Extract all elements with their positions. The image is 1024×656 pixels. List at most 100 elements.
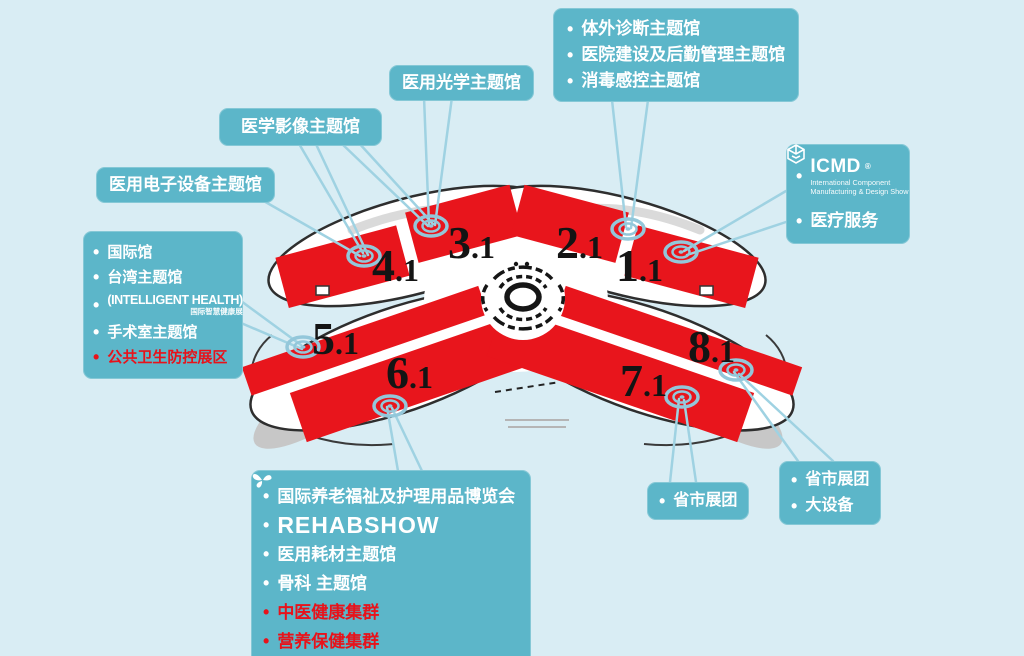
pavilion-label: 医用光学主题馆 xyxy=(402,73,521,92)
hall-number: 2 xyxy=(556,217,579,268)
hall-number: 5 xyxy=(312,313,335,364)
callout-imaging: 医学影像主题馆 xyxy=(219,108,382,146)
pavilion-label: 大设备 xyxy=(805,497,854,514)
notch-left xyxy=(315,285,330,296)
hall-number: 4 xyxy=(372,240,395,291)
hall-label-4-1: 4.1 xyxy=(372,243,419,289)
icmd-subtitle-line1: International Component xyxy=(810,177,891,187)
icmd-subtitle-line2: Manufacturing & Design Show xyxy=(810,186,909,196)
list-item: 医用耗材主题馆 xyxy=(263,540,519,569)
map-details xyxy=(315,285,714,428)
cube-icon xyxy=(787,144,805,164)
pavilion-label: 医用电子设备主题馆 xyxy=(109,175,262,194)
registered-mark: ® xyxy=(864,162,871,172)
callout-southeast: 省市展团 大设备 xyxy=(779,461,882,525)
line-optics-to-3-1 xyxy=(422,95,454,227)
hall-number-suffix: .1 xyxy=(579,229,603,265)
hall-number-suffix: .1 xyxy=(711,333,735,369)
hub-dot-left xyxy=(513,261,519,267)
line-imaging-to-3-1 xyxy=(338,140,435,228)
list-item: (INTELLIGENT HEALTH) 国际智慧健康展 xyxy=(93,290,243,320)
intelligent-health-subtitle: 国际智慧健康展 xyxy=(190,306,243,316)
hall-label-5-1: 5.1 xyxy=(312,316,359,362)
hall-number-suffix: .1 xyxy=(643,367,667,403)
list-item: 消毒感控主题馆 xyxy=(567,68,785,94)
marker-6-1-icon xyxy=(372,394,408,418)
marker-8-1-icon xyxy=(718,358,754,382)
icmd-wordmark: ICMD xyxy=(810,156,861,177)
marker-7-1-icon xyxy=(664,385,700,409)
list-item: ICMD® International Component Manufactur… xyxy=(787,144,908,196)
hall-number: 7 xyxy=(620,355,643,406)
hall-area-3-1 xyxy=(405,184,523,263)
line-electronics-to-4-1 xyxy=(260,198,362,258)
list-item: 省市展团 xyxy=(659,488,737,514)
hall-area-2-1 xyxy=(511,184,629,263)
hub-ring xyxy=(504,282,542,312)
hall-number-suffix: .1 xyxy=(335,325,359,361)
list-item: 国际馆 xyxy=(93,240,233,265)
callout-electronics: 医用电子设备主题馆 xyxy=(96,167,275,203)
line-northeast-to-2-1 xyxy=(610,98,650,230)
list-item: 国际养老福祉及护理用品博览会 xyxy=(263,482,519,511)
pavilion-label: 医用耗材主题馆 xyxy=(277,545,397,564)
hall-area-6-1 xyxy=(289,306,558,443)
hall-number-suffix: .1 xyxy=(409,359,433,395)
hub-dot-right xyxy=(524,261,530,267)
pavilion-label: 台湾主题馆 xyxy=(107,269,183,286)
hub-inner-arc-top xyxy=(498,274,548,289)
list-item: 大设备 xyxy=(791,493,869,519)
pavilion-label: 体外诊断主题馆 xyxy=(581,19,701,38)
hall-number: 3 xyxy=(448,217,471,268)
callout-provincial: 省市展团 xyxy=(647,482,750,520)
list-item: REHABSHOW xyxy=(252,473,519,540)
hall-number: 6 xyxy=(386,347,409,398)
marker-4-1-icon xyxy=(346,244,382,268)
list-item: 营养保健集群 xyxy=(263,627,519,656)
callout-lines xyxy=(239,95,835,484)
notch-right xyxy=(699,285,714,296)
rehabshow-wordmark: REHABSHOW xyxy=(277,512,440,538)
hall-area-1-1 xyxy=(624,225,759,308)
list-item: 体外诊断主题馆 xyxy=(567,16,785,42)
pavilion-label-red: 公共卫生防控展区 xyxy=(107,349,228,366)
pavilion-label: 医院建设及后勤管理主题馆 xyxy=(581,45,786,64)
pavilion-label: 医疗服务 xyxy=(810,210,879,230)
central-hub xyxy=(480,256,566,340)
marker-3-1-icon xyxy=(413,214,449,238)
rehabshow-logo: REHABSHOW xyxy=(252,473,440,540)
hall-number-suffix: .1 xyxy=(395,252,419,288)
list-item: 骨科 主题馆 xyxy=(263,569,519,598)
line-west-to-5-1 xyxy=(239,299,304,351)
list-item: 中医健康集群 xyxy=(263,598,519,627)
pavilion-label: 国际养老福祉及护理用品博览会 xyxy=(277,487,516,506)
callout-icmd: ICMD® International Component Manufactur… xyxy=(786,144,910,244)
hub-arc-bottom xyxy=(492,315,554,331)
hall-number: 1 xyxy=(616,240,639,291)
hall-label-3-1: 3.1 xyxy=(448,220,495,266)
dock-dashes xyxy=(494,381,561,393)
hub-arc-left xyxy=(480,283,489,313)
hall-area-8-1 xyxy=(556,285,803,396)
list-item: 省市展团 xyxy=(791,467,869,493)
icmd-logo: ICMD® International Component Manufactur… xyxy=(787,144,909,196)
callout-south: 国际养老福祉及护理用品博览会 REHABSHOW 医用耗材主题馆 骨科 主题馆 … xyxy=(251,470,531,656)
pavilion-label: 省市展团 xyxy=(673,492,738,509)
pavilion-label-red: 营养保健集群 xyxy=(277,632,380,651)
hall-area-4-1 xyxy=(275,225,410,308)
pavilion-label-red: 中医健康集群 xyxy=(277,603,380,622)
intelligent-health-wordmark: (INTELLIGENT HEALTH) xyxy=(107,293,243,307)
butterfly-icon xyxy=(252,473,272,488)
intelligent-health-logo: (INTELLIGENT HEALTH) 国际智慧健康展 xyxy=(107,290,243,320)
line-icmd-to-1-1 xyxy=(682,189,788,257)
list-item: 医疗服务 xyxy=(796,208,900,234)
line-provincial-to-7-1 xyxy=(668,397,698,484)
pavilion-label: 省市展团 xyxy=(805,471,870,488)
hall-label-1-1: 1.1 xyxy=(616,243,663,289)
hall-label-7-1: 7.1 xyxy=(620,358,667,404)
list-item: 医院建设及后勤管理主题馆 xyxy=(567,42,785,68)
marker-1-1-icon xyxy=(663,240,699,264)
list-item: 台湾主题馆 xyxy=(93,265,233,290)
callout-west: 国际馆 台湾主题馆 (INTELLIGENT HEALTH) 国际智慧健康展 手… xyxy=(83,231,243,379)
